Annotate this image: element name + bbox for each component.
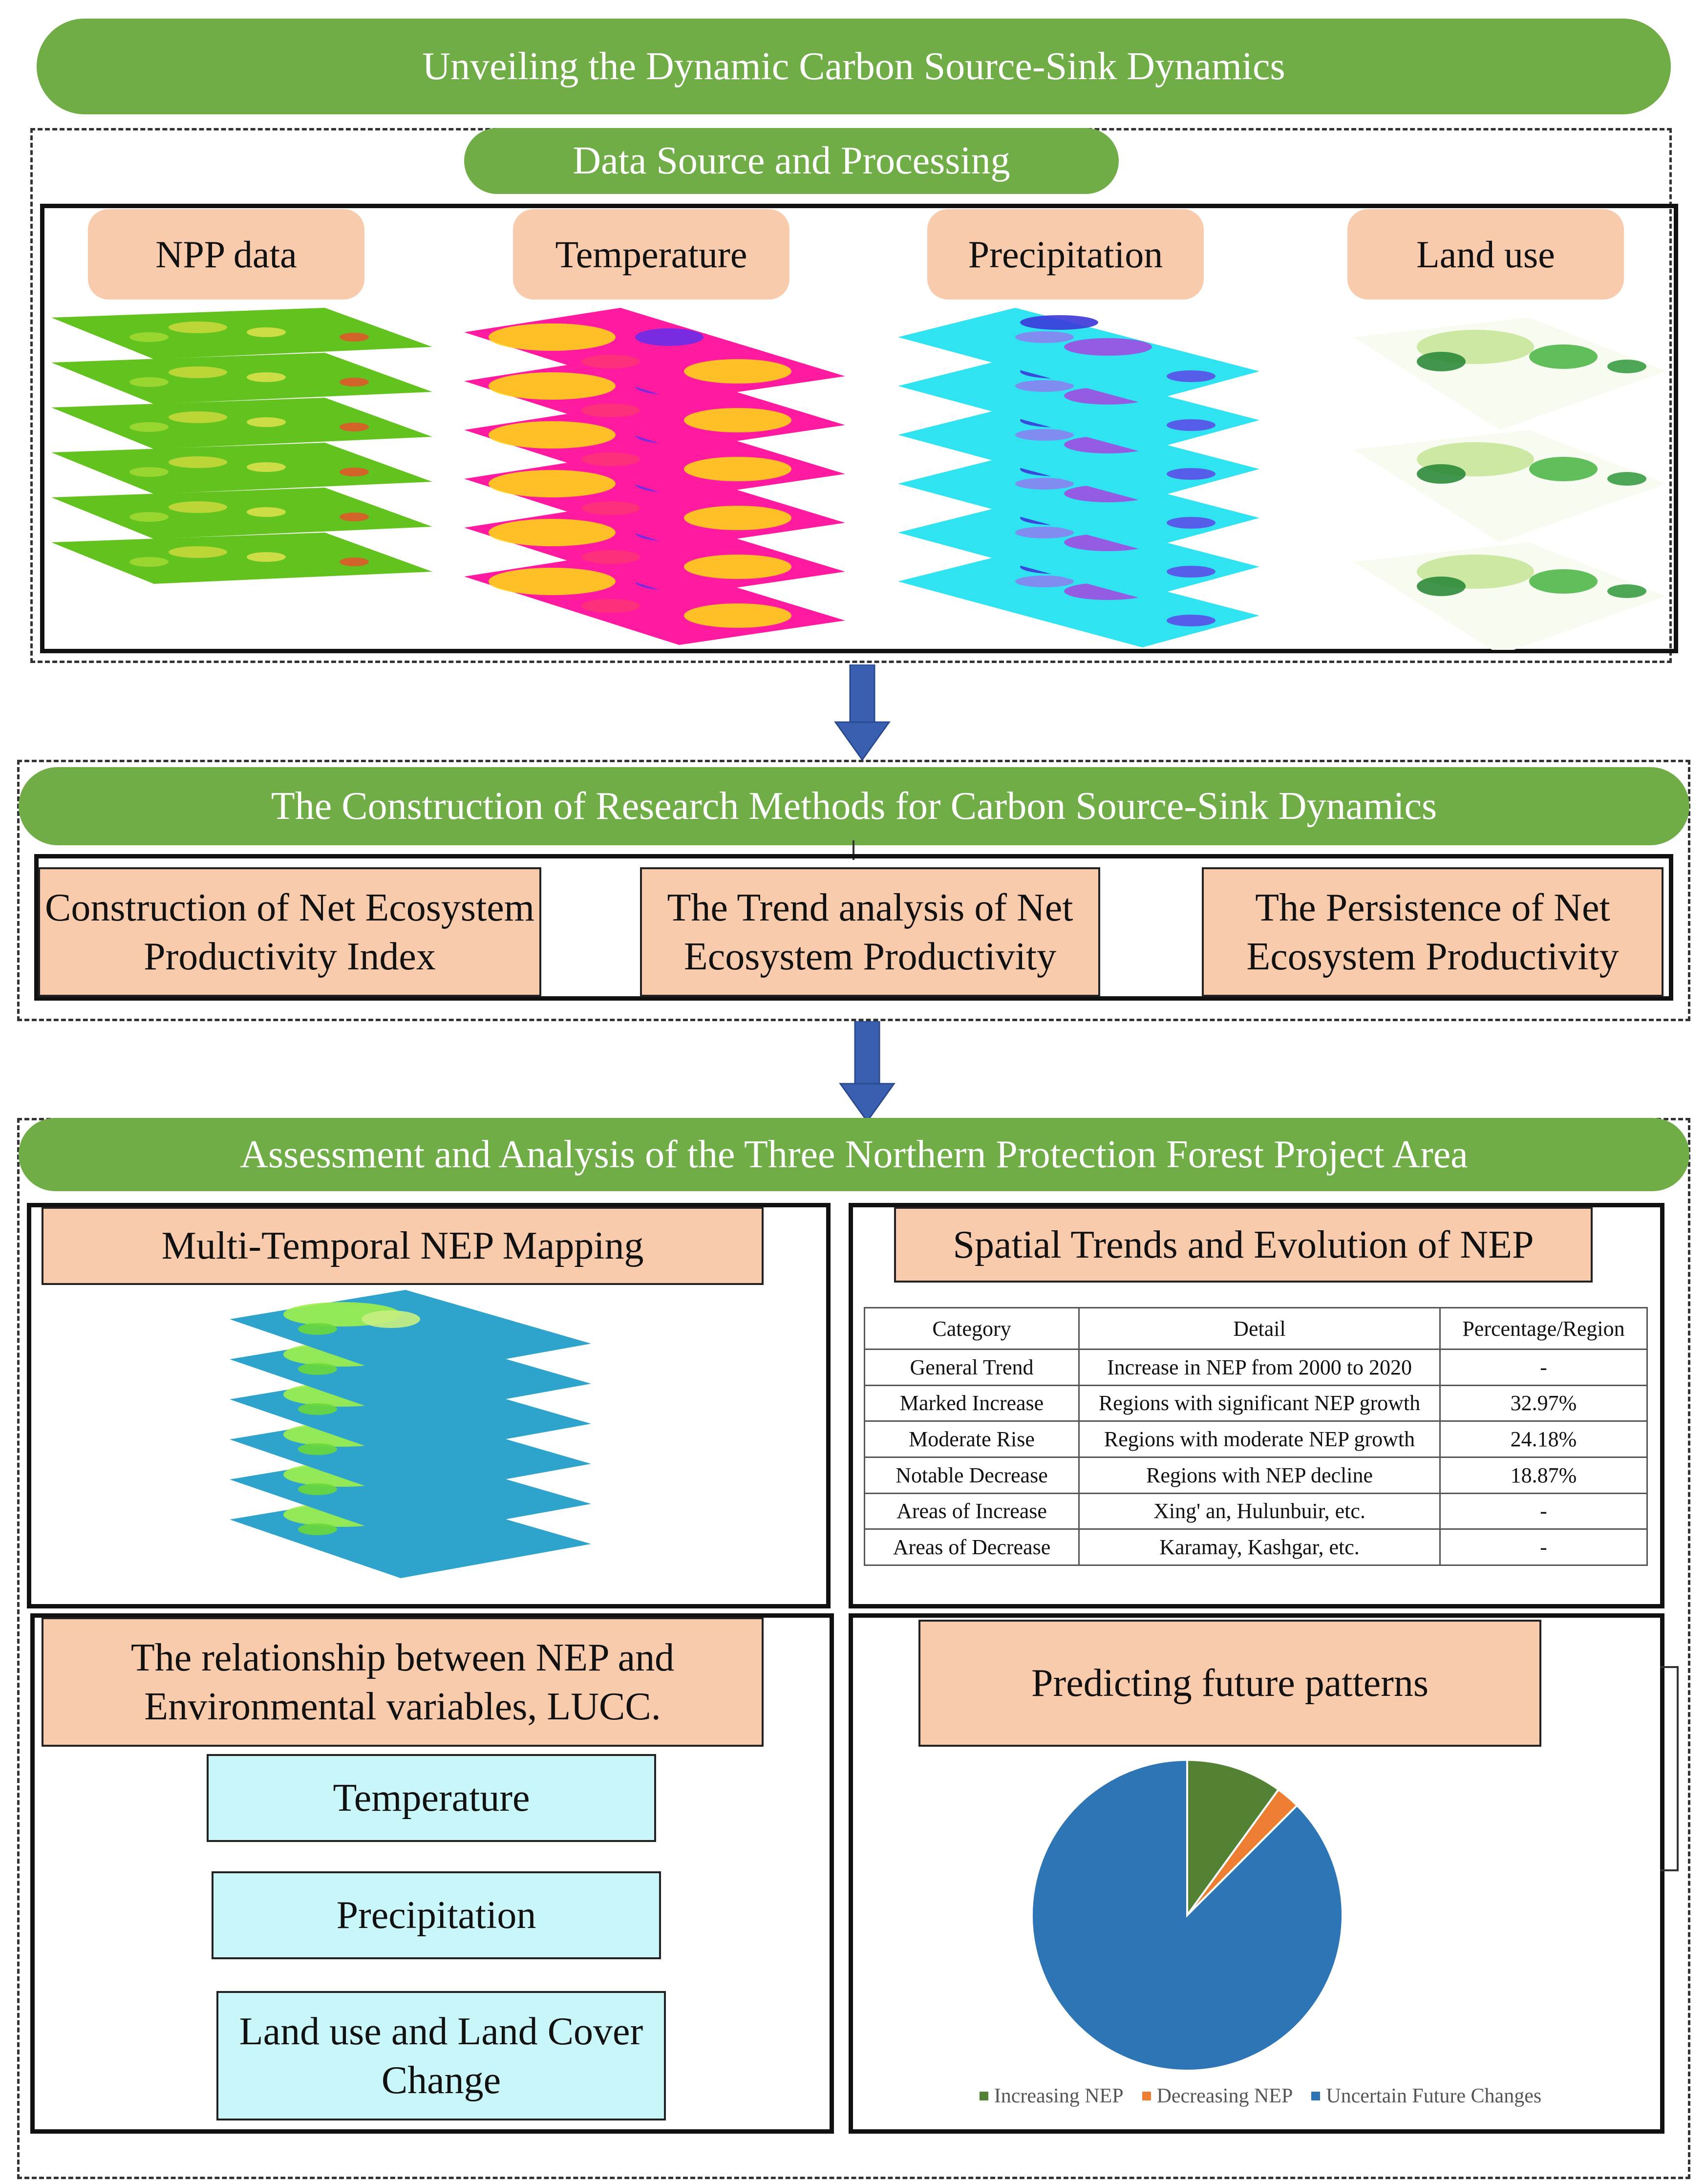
legend-item: Increasing NEP xyxy=(979,2084,1124,2108)
prediction-panel xyxy=(849,1613,1664,2134)
method-trend-analysis: The Trend analysis of Net Ecosystem Prod… xyxy=(640,867,1100,997)
table-cell: Regions with moderate NEP growth xyxy=(1078,1420,1441,1458)
trends-title: Spatial Trends and Evolution of NEP xyxy=(894,1207,1593,1283)
main-title: Unveiling the Dynamic Carbon Source-Sink… xyxy=(37,19,1671,114)
methods-panel xyxy=(34,854,1673,1001)
table-header: Detail xyxy=(1078,1307,1441,1350)
table-cell: Areas of Increase xyxy=(864,1492,1080,1530)
table-header: Percentage/Region xyxy=(1439,1307,1648,1350)
nep-map-stack-icon xyxy=(230,1290,591,1603)
mapping-panel xyxy=(27,1203,831,1608)
table-cell: Xing' an, Hulunbuir, etc. xyxy=(1078,1492,1441,1530)
precipitation-map-stack-icon xyxy=(898,308,1269,650)
down-arrow-icon xyxy=(831,664,894,762)
methods-title: The Construction of Research Methods for… xyxy=(19,767,1689,845)
temperature-label: Temperature xyxy=(513,209,789,300)
legend-label: Uncertain Future Changes xyxy=(1326,2085,1542,2107)
down-arrow-icon xyxy=(835,1021,899,1124)
legend-swatch xyxy=(1311,2092,1321,2100)
table-cell: Marked Increase xyxy=(864,1384,1080,1422)
trends-table: Category Detail Percentage/Region Genera… xyxy=(864,1307,1648,1566)
variable-precipitation: Precipitation xyxy=(212,1871,661,1959)
relationship-title: The relationship between NEP and Environ… xyxy=(42,1617,764,1747)
method-persistence: The Persistence of Net Ecosystem Product… xyxy=(1202,867,1663,997)
variable-temperature: Temperature xyxy=(207,1754,656,1842)
table-cell: Increase in NEP from 2000 to 2020 xyxy=(1078,1349,1441,1386)
table-cell: - xyxy=(1439,1349,1648,1386)
land-use-label: Land use xyxy=(1347,209,1624,300)
table-cell: 18.87% xyxy=(1439,1456,1648,1494)
table-cell: Notable Decrease xyxy=(864,1456,1080,1494)
legend-label: Decreasing NEP xyxy=(1156,2085,1293,2107)
variable-land-use: Land use and Land Cover Change xyxy=(216,1991,666,2120)
temperature-map-stack-icon xyxy=(464,308,855,650)
table-cell: 24.18% xyxy=(1439,1420,1648,1458)
pie-legend: Increasing NEP Decreasing NEP Uncertain … xyxy=(918,2079,1602,2113)
legend-label: Increasing NEP xyxy=(994,2085,1124,2107)
prediction-title: Predicting future patterns xyxy=(918,1620,1541,1747)
npp-data-label: NPP data xyxy=(88,209,364,300)
data-source-title: Data Source and Processing xyxy=(464,128,1119,194)
methods-section xyxy=(17,760,1690,1021)
prediction-side-bracket xyxy=(1660,1666,1679,1871)
connector-line xyxy=(853,840,854,860)
table-cell: Areas of Decrease xyxy=(864,1528,1080,1566)
table-cell: - xyxy=(1439,1492,1648,1530)
assessment-title: Assessment and Analysis of the Three Nor… xyxy=(19,1118,1689,1191)
trends-panel xyxy=(849,1203,1664,1608)
pie-slice-increasing-nep xyxy=(1186,1758,1280,1919)
pie-slice-uncertain-future-changes xyxy=(1031,1758,1343,2072)
method-nep-index: Construction of Net Ecosystem Productivi… xyxy=(38,867,541,997)
table-cell: 32.97% xyxy=(1439,1384,1648,1422)
relationship-panel xyxy=(30,1613,834,2134)
table-cell: Moderate Rise xyxy=(864,1420,1080,1458)
legend-item: Decreasing NEP xyxy=(1142,2084,1293,2108)
precipitation-label: Precipitation xyxy=(927,209,1204,300)
legend-swatch xyxy=(979,2092,988,2100)
land-use-map-stack-icon xyxy=(1353,318,1666,650)
table-cell: Karamay, Kashgar, etc. xyxy=(1078,1528,1441,1566)
legend-item: Uncertain Future Changes xyxy=(1311,2084,1541,2108)
table-header: Category xyxy=(864,1307,1080,1350)
data-source-panel xyxy=(40,204,1678,653)
table-cell: General Trend xyxy=(864,1349,1080,1386)
table-cell: - xyxy=(1439,1528,1648,1566)
prediction-pie-chart xyxy=(1006,1754,1368,2072)
mapping-title: Multi-Temporal NEP Mapping xyxy=(42,1207,764,1285)
table-cell: Regions with significant NEP growth xyxy=(1078,1384,1441,1422)
table-cell: Regions with NEP decline xyxy=(1078,1456,1441,1494)
nep-trends-table: Category Detail Percentage/Region Genera… xyxy=(864,1307,1648,1566)
legend-swatch xyxy=(1142,2092,1151,2100)
npp-map-stack-icon xyxy=(51,303,437,616)
